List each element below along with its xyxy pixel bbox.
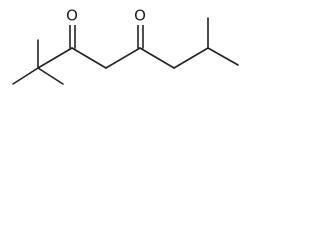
skeletal-formula: O O <box>12 7 239 85</box>
bond-c6-c7 <box>173 47 209 69</box>
structure-diagram: O O <box>0 0 250 112</box>
bond-left-methyl <box>12 67 39 85</box>
oxygen-label-2: O <box>134 7 146 25</box>
bond-c3-c4 <box>71 47 107 69</box>
bond-c7-methyl-right <box>207 47 239 66</box>
oxygen-label-1: O <box>66 7 78 25</box>
bond-c5-c6 <box>139 47 175 69</box>
bond-c2-c3 <box>37 47 73 69</box>
bond-bottom-methyl <box>37 67 64 85</box>
bond-c4-c5 <box>105 47 141 69</box>
